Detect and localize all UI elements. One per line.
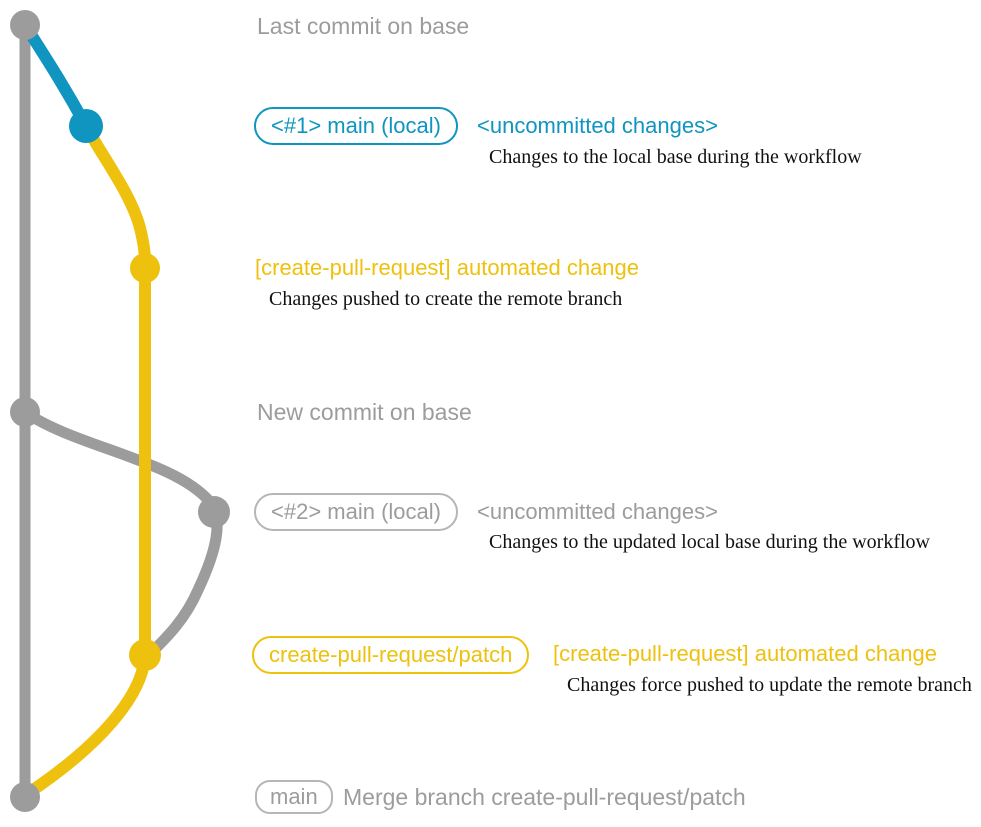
branch-badge-main-local-1: <#1> main (local) (254, 107, 458, 145)
last-commit-on-base-label: Last commit on base (257, 13, 470, 39)
uncommitted-changes-label-1: <uncommitted changes> (477, 113, 718, 138)
local-main-branch-line (19, 19, 92, 132)
branch-badge-main-local-2: <#2> main (local) (254, 493, 458, 531)
automated-change-label-2: [create-pull-request] automated change (553, 641, 938, 666)
commit-node-automated-2 (129, 639, 161, 671)
uncommitted-changes-label-2: <uncommitted changes> (477, 499, 718, 524)
branch-badge-patch: create-pull-request/patch (252, 636, 530, 674)
merge-commit-label: Merge branch create-pull-request/patch (343, 784, 746, 810)
branch-badge-main: main (255, 780, 333, 814)
new-commit-on-base-label: New commit on base (257, 399, 472, 425)
uncommitted-changes-description-2: Changes to the updated local base during… (489, 531, 930, 553)
uncommitted-changes-description-1: Changes to the local base during the wor… (489, 146, 862, 168)
updated-local-branch-line (19, 406, 223, 663)
commit-node-merge (10, 782, 40, 812)
automated-change-label-1: [create-pull-request] automated change (255, 255, 640, 280)
commit-node-uncommitted-1 (69, 109, 103, 143)
commit-node-new-base (10, 397, 40, 427)
automated-change-description-1: Changes pushed to create the remote bran… (269, 288, 623, 310)
commit-node-last-base (10, 10, 40, 40)
automated-change-description-2: Changes force pushed to update the remot… (567, 674, 972, 696)
commit-node-automated-1 (130, 253, 160, 283)
commit-node-uncommitted-2 (198, 496, 230, 528)
